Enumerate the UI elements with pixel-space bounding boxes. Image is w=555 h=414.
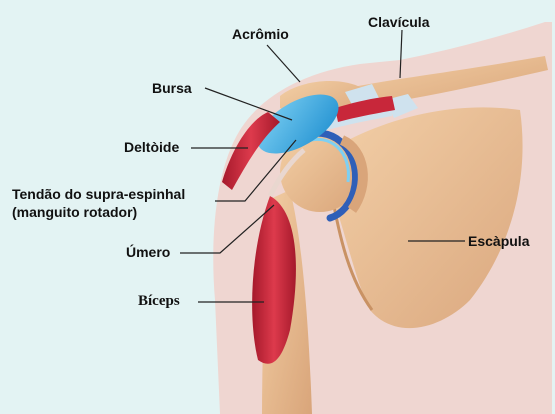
leader-tendao: [215, 139, 297, 202]
leader-clavicula: [399, 29, 403, 79]
biceps-tendon: [267, 148, 306, 198]
label-biceps: Bíceps: [138, 293, 180, 309]
label-tendao-line1: Tendão do supra-espinhal: [12, 186, 186, 202]
label-umero: Úmero: [126, 244, 171, 260]
bursa-sac: [257, 94, 339, 154]
label-acromio: Acrômio: [232, 26, 289, 42]
label-escapula: Escàpula: [468, 233, 530, 249]
label-tendao-line2: (manguito rotador): [12, 204, 138, 220]
label-clavicula: Clavícula: [368, 14, 430, 30]
scapula-bone: [330, 107, 523, 329]
articular-cartilage: [296, 129, 360, 222]
label-bursa: Bursa: [152, 80, 192, 96]
leader-acromio: [266, 44, 301, 83]
label-deltoide: Deltòide: [124, 139, 180, 155]
leader-bursa: [204, 87, 293, 121]
scapula-edge: [330, 194, 374, 311]
supraspinatus-muscle: [335, 96, 395, 122]
biceps-muscle: [252, 196, 296, 364]
label-tendao-supraespinhal: Tendão do supra-espinhal (manguito rotad…: [12, 185, 185, 221]
glenoid: [339, 135, 368, 213]
deltoid-muscle: [222, 112, 280, 190]
clavicle-bone: [330, 56, 548, 110]
leader-umero: [180, 204, 275, 254]
ligament-2: [385, 94, 418, 118]
